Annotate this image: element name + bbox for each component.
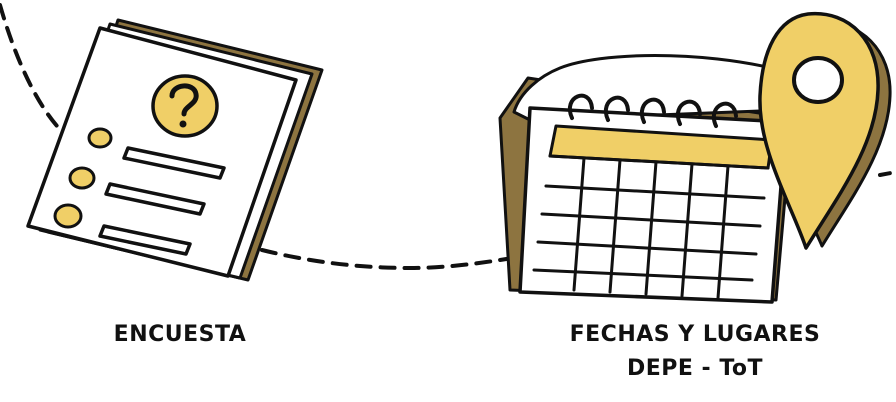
dashed-path-right <box>880 172 896 175</box>
step-label-fechas: FECHAS Y LUGARES DEPE - ToT <box>530 318 860 386</box>
dashed-path-middle <box>262 250 530 268</box>
dashed-path-left <box>0 5 72 140</box>
pin-hole <box>794 58 842 102</box>
survey-document-icon <box>28 20 322 280</box>
calendar-location-icon <box>500 14 890 302</box>
step-label-encuesta: ENCUESTA <box>60 318 300 352</box>
step-label-fechas-line2: DEPE - ToT <box>530 352 860 386</box>
question-mark-icon <box>153 76 217 136</box>
step-label-fechas-line1: FECHAS Y LUGARES <box>530 318 860 352</box>
